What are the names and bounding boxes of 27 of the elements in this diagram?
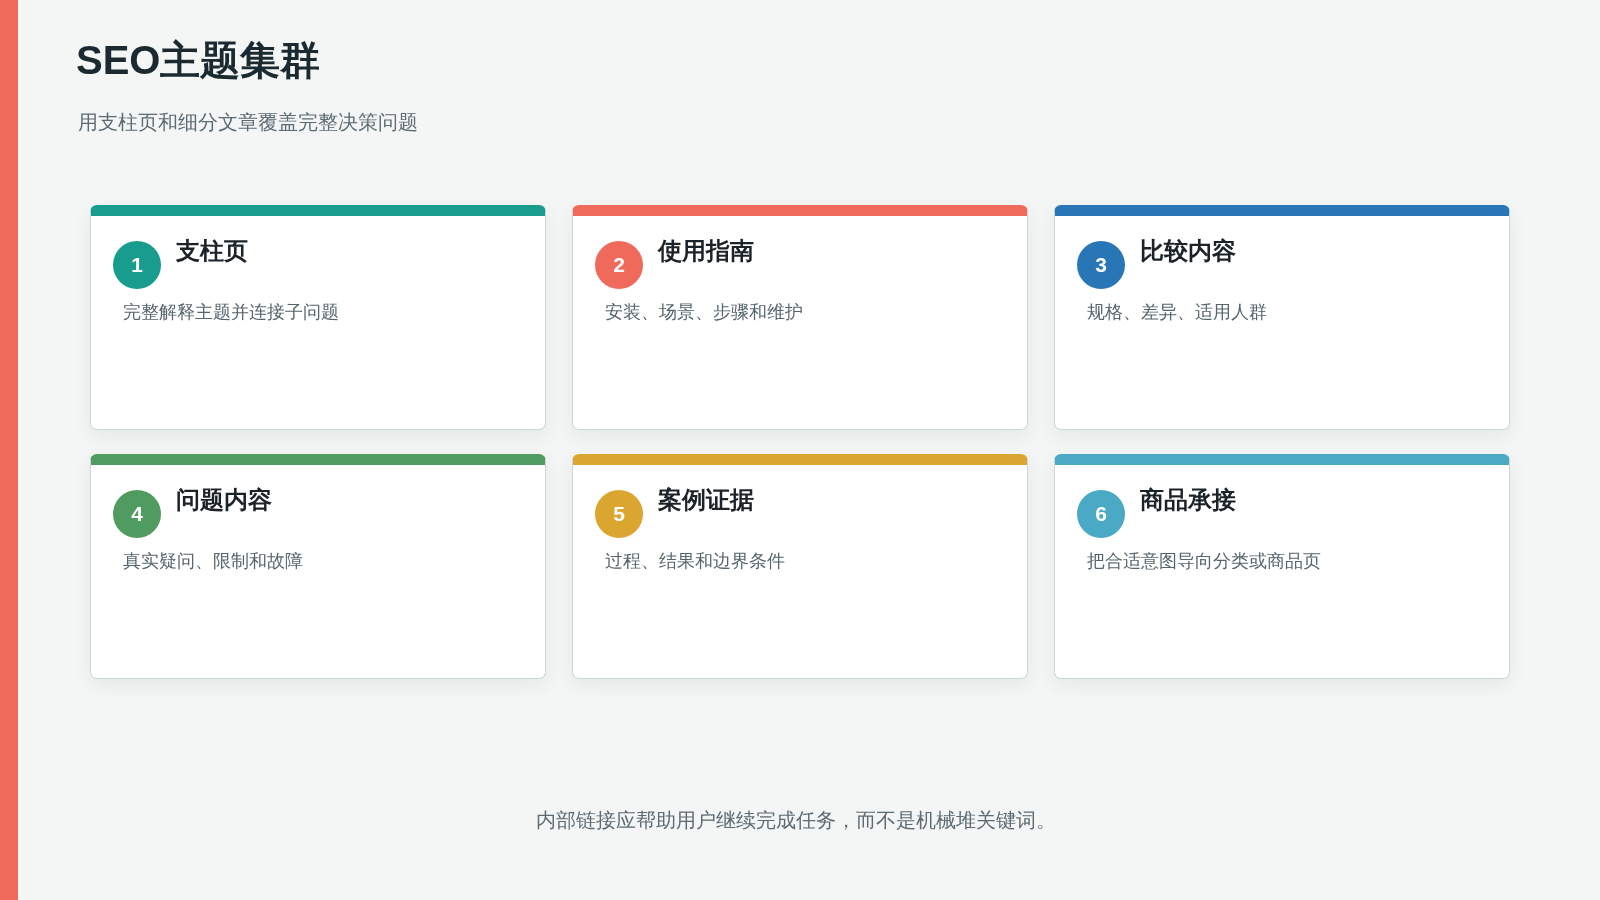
card-heading: 比较内容 [1140, 236, 1236, 266]
card-description: 真实疑问、限制和故障 [123, 550, 303, 573]
topic-card [1054, 205, 1510, 430]
card-description: 完整解释主题并连接子问题 [123, 301, 339, 324]
topic-card [90, 454, 546, 679]
card-description: 把合适意图导向分类或商品页 [1087, 550, 1321, 573]
page-title: SEO主题集群 [76, 37, 321, 84]
topic-card [1054, 454, 1510, 679]
topic-card [572, 205, 1028, 430]
number-badge: 5 [595, 490, 643, 538]
number-badge: 1 [113, 241, 161, 289]
subtitle: 用支柱页和细分文章覆盖完整决策问题 [78, 110, 418, 135]
card-description: 过程、结果和边界条件 [605, 550, 785, 573]
number-badge: 3 [1077, 241, 1125, 289]
card-heading: 案例证据 [658, 485, 754, 515]
number-badge: 6 [1077, 490, 1125, 538]
card-heading: 商品承接 [1140, 485, 1236, 515]
card-heading: 支柱页 [176, 236, 248, 266]
card-description: 规格、差异、适用人群 [1087, 301, 1267, 324]
footer-note: 内部链接应帮助用户继续完成任务，而不是机械堆关键词。 [536, 808, 1056, 833]
topic-card [90, 205, 546, 430]
topic-card [572, 454, 1028, 679]
number-badge: 2 [595, 241, 643, 289]
card-description: 安装、场景、步骤和维护 [605, 301, 803, 324]
number-badge: 4 [113, 490, 161, 538]
card-heading: 问题内容 [176, 485, 272, 515]
card-heading: 使用指南 [658, 236, 754, 266]
